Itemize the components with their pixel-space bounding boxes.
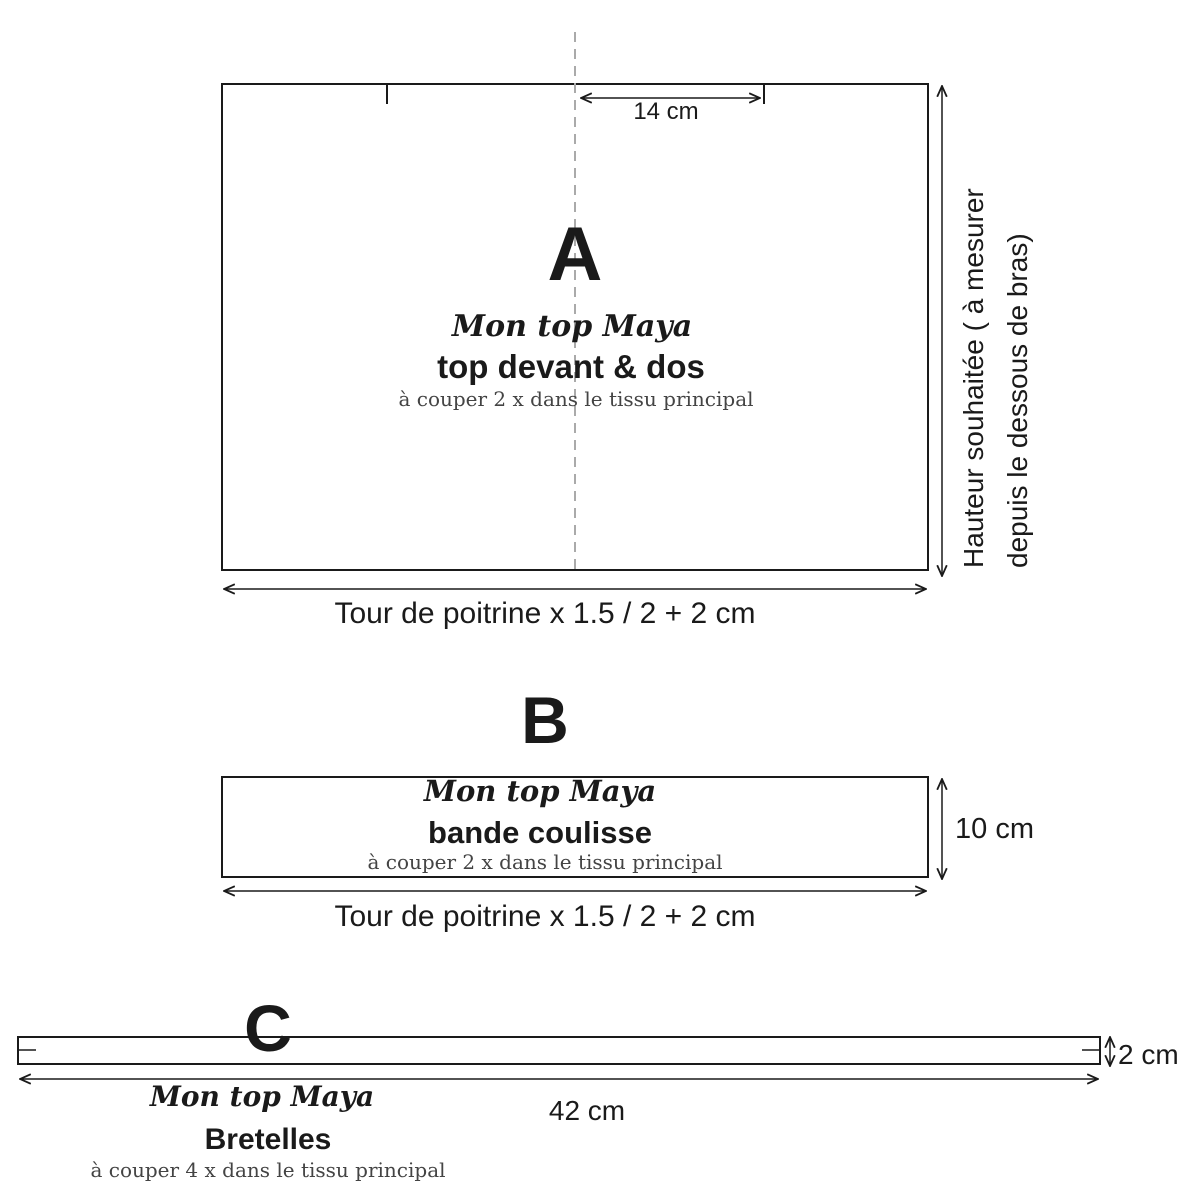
piece-b-height-label: 10 cm bbox=[955, 813, 1034, 845]
piece-c: C 2 cm 42 cm Mon top Maya Bretelles à co… bbox=[17, 991, 1179, 1182]
piece-c-brand: Mon top Maya bbox=[149, 1080, 374, 1113]
piece-a-letter: A bbox=[548, 212, 603, 297]
piece-b-outline bbox=[221, 776, 929, 878]
piece-c-height-label: 2 cm bbox=[1118, 1039, 1179, 1070]
piece-b: B Mon top Maya bande coulisse à couper 2… bbox=[221, 683, 1034, 933]
piece-a-height-label-line2: depuis le dessous de bras) bbox=[1002, 233, 1033, 568]
piece-c-title: Bretelles bbox=[205, 1123, 332, 1156]
piece-a-height-label-line1: Hauteur souhaitée ( à mesurer bbox=[958, 188, 989, 568]
piece-a-title: top devant & dos bbox=[437, 348, 705, 385]
piece-c-outline bbox=[17, 1036, 1101, 1065]
piece-b-brand: Mon top Maya bbox=[423, 774, 656, 808]
piece-b-instruction: à couper 2 x dans le tissu principal bbox=[367, 850, 722, 874]
piece-c-letter: C bbox=[244, 991, 292, 1065]
piece-c-width-label: 42 cm bbox=[549, 1095, 625, 1126]
piece-a-brand: Mon top Maya bbox=[451, 309, 692, 344]
piece-b-title: bande coulisse bbox=[428, 815, 652, 850]
piece-b-letter: B bbox=[521, 683, 569, 757]
piece-a-width-label: Tour de poitrine x 1.5 / 2 + 2 cm bbox=[334, 597, 755, 630]
slit-dimension-label: 14 cm bbox=[633, 98, 698, 125]
piece-b-width-label: Tour de poitrine x 1.5 / 2 + 2 cm bbox=[334, 900, 755, 933]
piece-a: 14 cm A Mon top Maya top devant & dos à … bbox=[221, 32, 1033, 630]
piece-c-instruction: à couper 4 x dans le tissu principal bbox=[90, 1158, 445, 1182]
piece-a-instruction: à couper 2 x dans le tissu principal bbox=[398, 387, 753, 411]
